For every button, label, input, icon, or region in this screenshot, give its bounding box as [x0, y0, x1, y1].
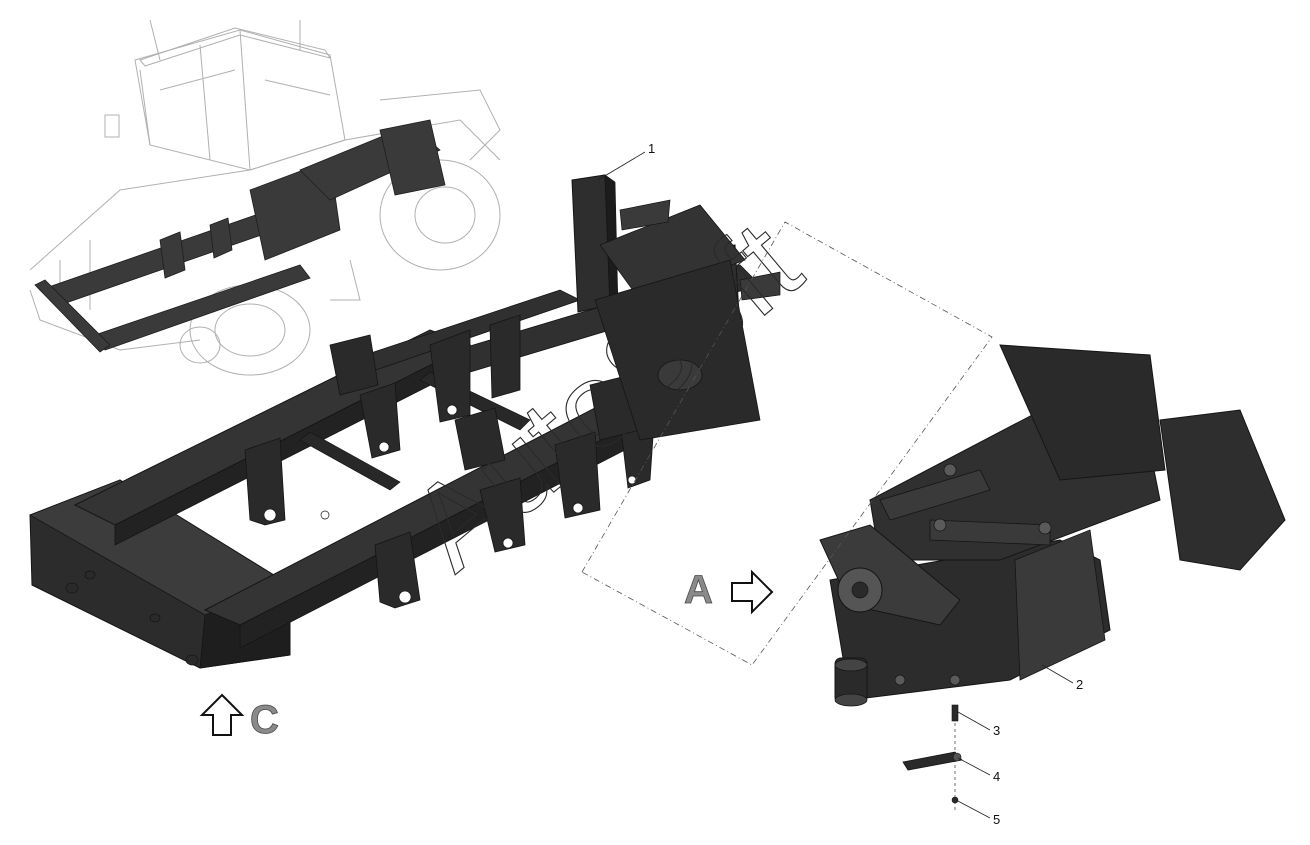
callout-2: 2: [1076, 677, 1083, 692]
up-arrow-icon: [199, 693, 245, 736]
lock-plate-part-4: [902, 751, 963, 771]
right-arrow-icon: [731, 569, 774, 615]
callout-1: 1: [648, 141, 655, 156]
main-chassis-frame: [29, 174, 781, 669]
view-a-letter: A: [684, 568, 713, 612]
callout-4: 4: [993, 769, 1000, 784]
tractor-overview-frame-highlight: [34, 119, 446, 353]
washer-part-5: [951, 796, 959, 804]
view-a-dashed-region: [581, 221, 993, 666]
view-c-marker: C: [199, 693, 279, 742]
bolt-part-3: [951, 704, 959, 722]
callout-3: 3: [993, 723, 1000, 738]
callout-5: 5: [993, 812, 1000, 827]
view-a-marker: A: [684, 568, 774, 615]
rear-frame-detail-assembly: [819, 344, 1286, 707]
callout-leaders: [597, 151, 1074, 819]
fastener-parts: [902, 704, 963, 810]
view-c-letter: C: [250, 698, 279, 742]
